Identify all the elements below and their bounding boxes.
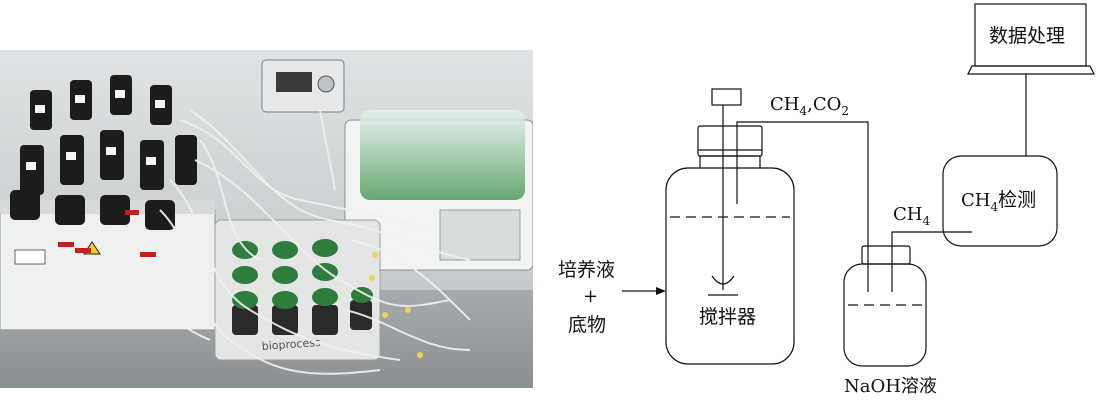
water-bath-water [360,110,525,200]
stirrer-motor [711,88,742,106]
controller-display [276,72,312,92]
ch4-detector [942,155,1058,247]
naoh-label: NaOH溶液 [844,376,937,397]
input-arrow-head [656,287,666,295]
monitor-base [967,65,1095,75]
gas-out-label: CH4,CO2 [770,94,849,118]
controller-knob [317,75,335,93]
water-bath-vent [439,209,521,261]
detect-sub4: 4 [990,200,998,214]
apparatus-photo: bioprocess [0,50,533,388]
detect-ch: CH [961,190,990,211]
left-cabinet [0,209,216,331]
red-clips [58,210,156,257]
ch4-detect-label: CH4检测 [961,189,1036,214]
reactor-bottle [665,167,795,365]
gas-out-ch: CH [770,94,799,115]
schematic-diagram: 培养液 + 底物 搅拌器 CH4,CO2 CH4 NaOH溶液 CH4检测 数据… [558,3,1095,397]
black-bottles [10,75,197,230]
input-label-substrate: 底物 [568,314,606,336]
gas-out-co: ,CO [807,94,841,115]
ch4-ch: CH [893,204,922,225]
stirrer-label: 搅拌器 [699,306,756,328]
naoh-cap [861,245,911,265]
gas-out-sub2: 2 [841,104,849,118]
reactor-neck [699,155,761,168]
input-label-medium: 培养液 [558,259,615,281]
ch4-label: CH4 [893,204,930,228]
tray-label: bioprocess [261,336,321,353]
cabinet-sticker [14,249,46,265]
naoh-bottle [843,263,927,367]
ch4-sub4: 4 [922,214,930,228]
green-bottles [232,239,373,335]
gas-outlet-line [736,121,869,248]
reactor-cap [697,125,763,157]
detect-tail: 检测 [998,189,1036,211]
tube-connectors [369,252,423,358]
bottle-caps [26,90,165,170]
data-processing-label: 数据处理 [989,25,1065,47]
tubing [119,109,471,375]
input-label-plus: + [583,286,598,307]
ch4-line [891,231,972,246]
stirrer-blade [711,275,735,285]
gas-out-sub4: 4 [799,104,807,118]
